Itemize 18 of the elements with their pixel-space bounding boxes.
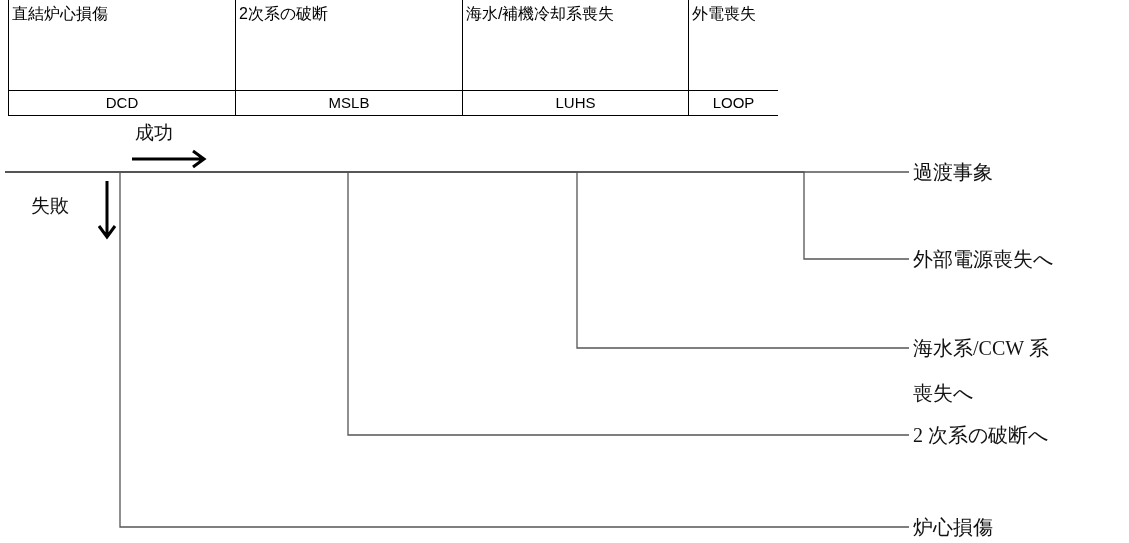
column-code: LOOP bbox=[689, 90, 778, 115]
column-code: LUHS bbox=[463, 90, 688, 115]
column-code: MSLB bbox=[236, 90, 462, 115]
column-heading: 2次系の破断 bbox=[239, 4, 328, 24]
table-column bbox=[462, 0, 688, 116]
column-heading: 外電喪失 bbox=[692, 4, 756, 24]
table-column bbox=[688, 0, 778, 116]
outcome-label: 過渡事象 bbox=[913, 149, 1103, 195]
column-heading: 海水/補機冷却系喪失 bbox=[466, 4, 615, 24]
outcome-label: 炉心損傷 bbox=[913, 504, 1103, 543]
table-column bbox=[235, 0, 462, 116]
direction-label: 成功 bbox=[135, 121, 173, 145]
outcome-label: 外部電源喪失へ bbox=[913, 236, 1103, 282]
direction-label: 失敗 bbox=[31, 194, 69, 218]
column-code: DCD bbox=[9, 90, 235, 115]
table-column bbox=[8, 0, 235, 116]
column-heading: 直結炉心損傷 bbox=[12, 4, 108, 24]
tree-branch bbox=[4, 171, 910, 528]
